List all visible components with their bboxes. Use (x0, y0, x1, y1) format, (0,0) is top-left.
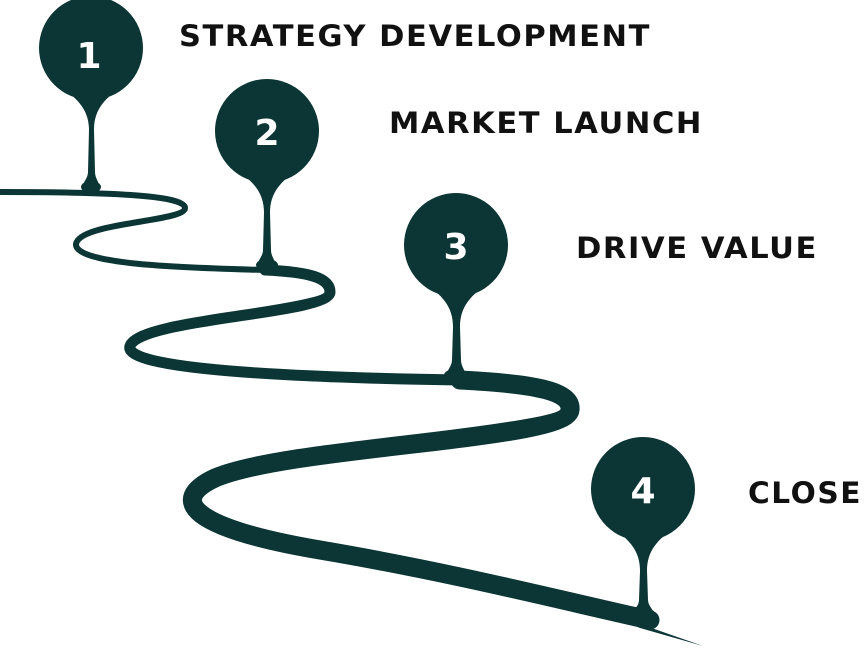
pin-4 (591, 437, 695, 622)
pin-3-number: 3 (443, 227, 468, 268)
pin-4-base (630, 608, 656, 622)
pin-2-stem (232, 167, 302, 266)
pin-1-head (39, 0, 143, 100)
winding-road (0, 189, 703, 646)
step-3-label: DRIVE VALUE (576, 231, 818, 265)
pin-3-base (444, 369, 468, 381)
pin-1-number: 1 (76, 36, 101, 77)
road-tip (560, 596, 703, 646)
pin-4-stem (608, 525, 679, 616)
pin-3-stem (421, 281, 492, 376)
pin-2-base (256, 259, 278, 271)
pin-2-number: 2 (254, 113, 279, 154)
road-segment-3 (182, 370, 660, 630)
pin-2 (215, 79, 319, 271)
step-1-label: STRATEGY DEVELOPMENT (179, 19, 651, 53)
pin-4-number: 4 (630, 471, 655, 512)
pin-4-head (591, 437, 695, 541)
road-segment-1 (0, 189, 268, 273)
step-2-label: MARKET LAUNCH (389, 106, 703, 140)
road-segment-2 (124, 264, 466, 386)
step-4-label: CLOSE (748, 476, 862, 510)
pin-3-head (404, 193, 508, 297)
pin-2-head (215, 79, 319, 183)
pin-1-stem (56, 84, 126, 188)
pin-3 (404, 193, 508, 381)
pin-1 (39, 0, 143, 193)
pin-1-base (81, 181, 101, 193)
